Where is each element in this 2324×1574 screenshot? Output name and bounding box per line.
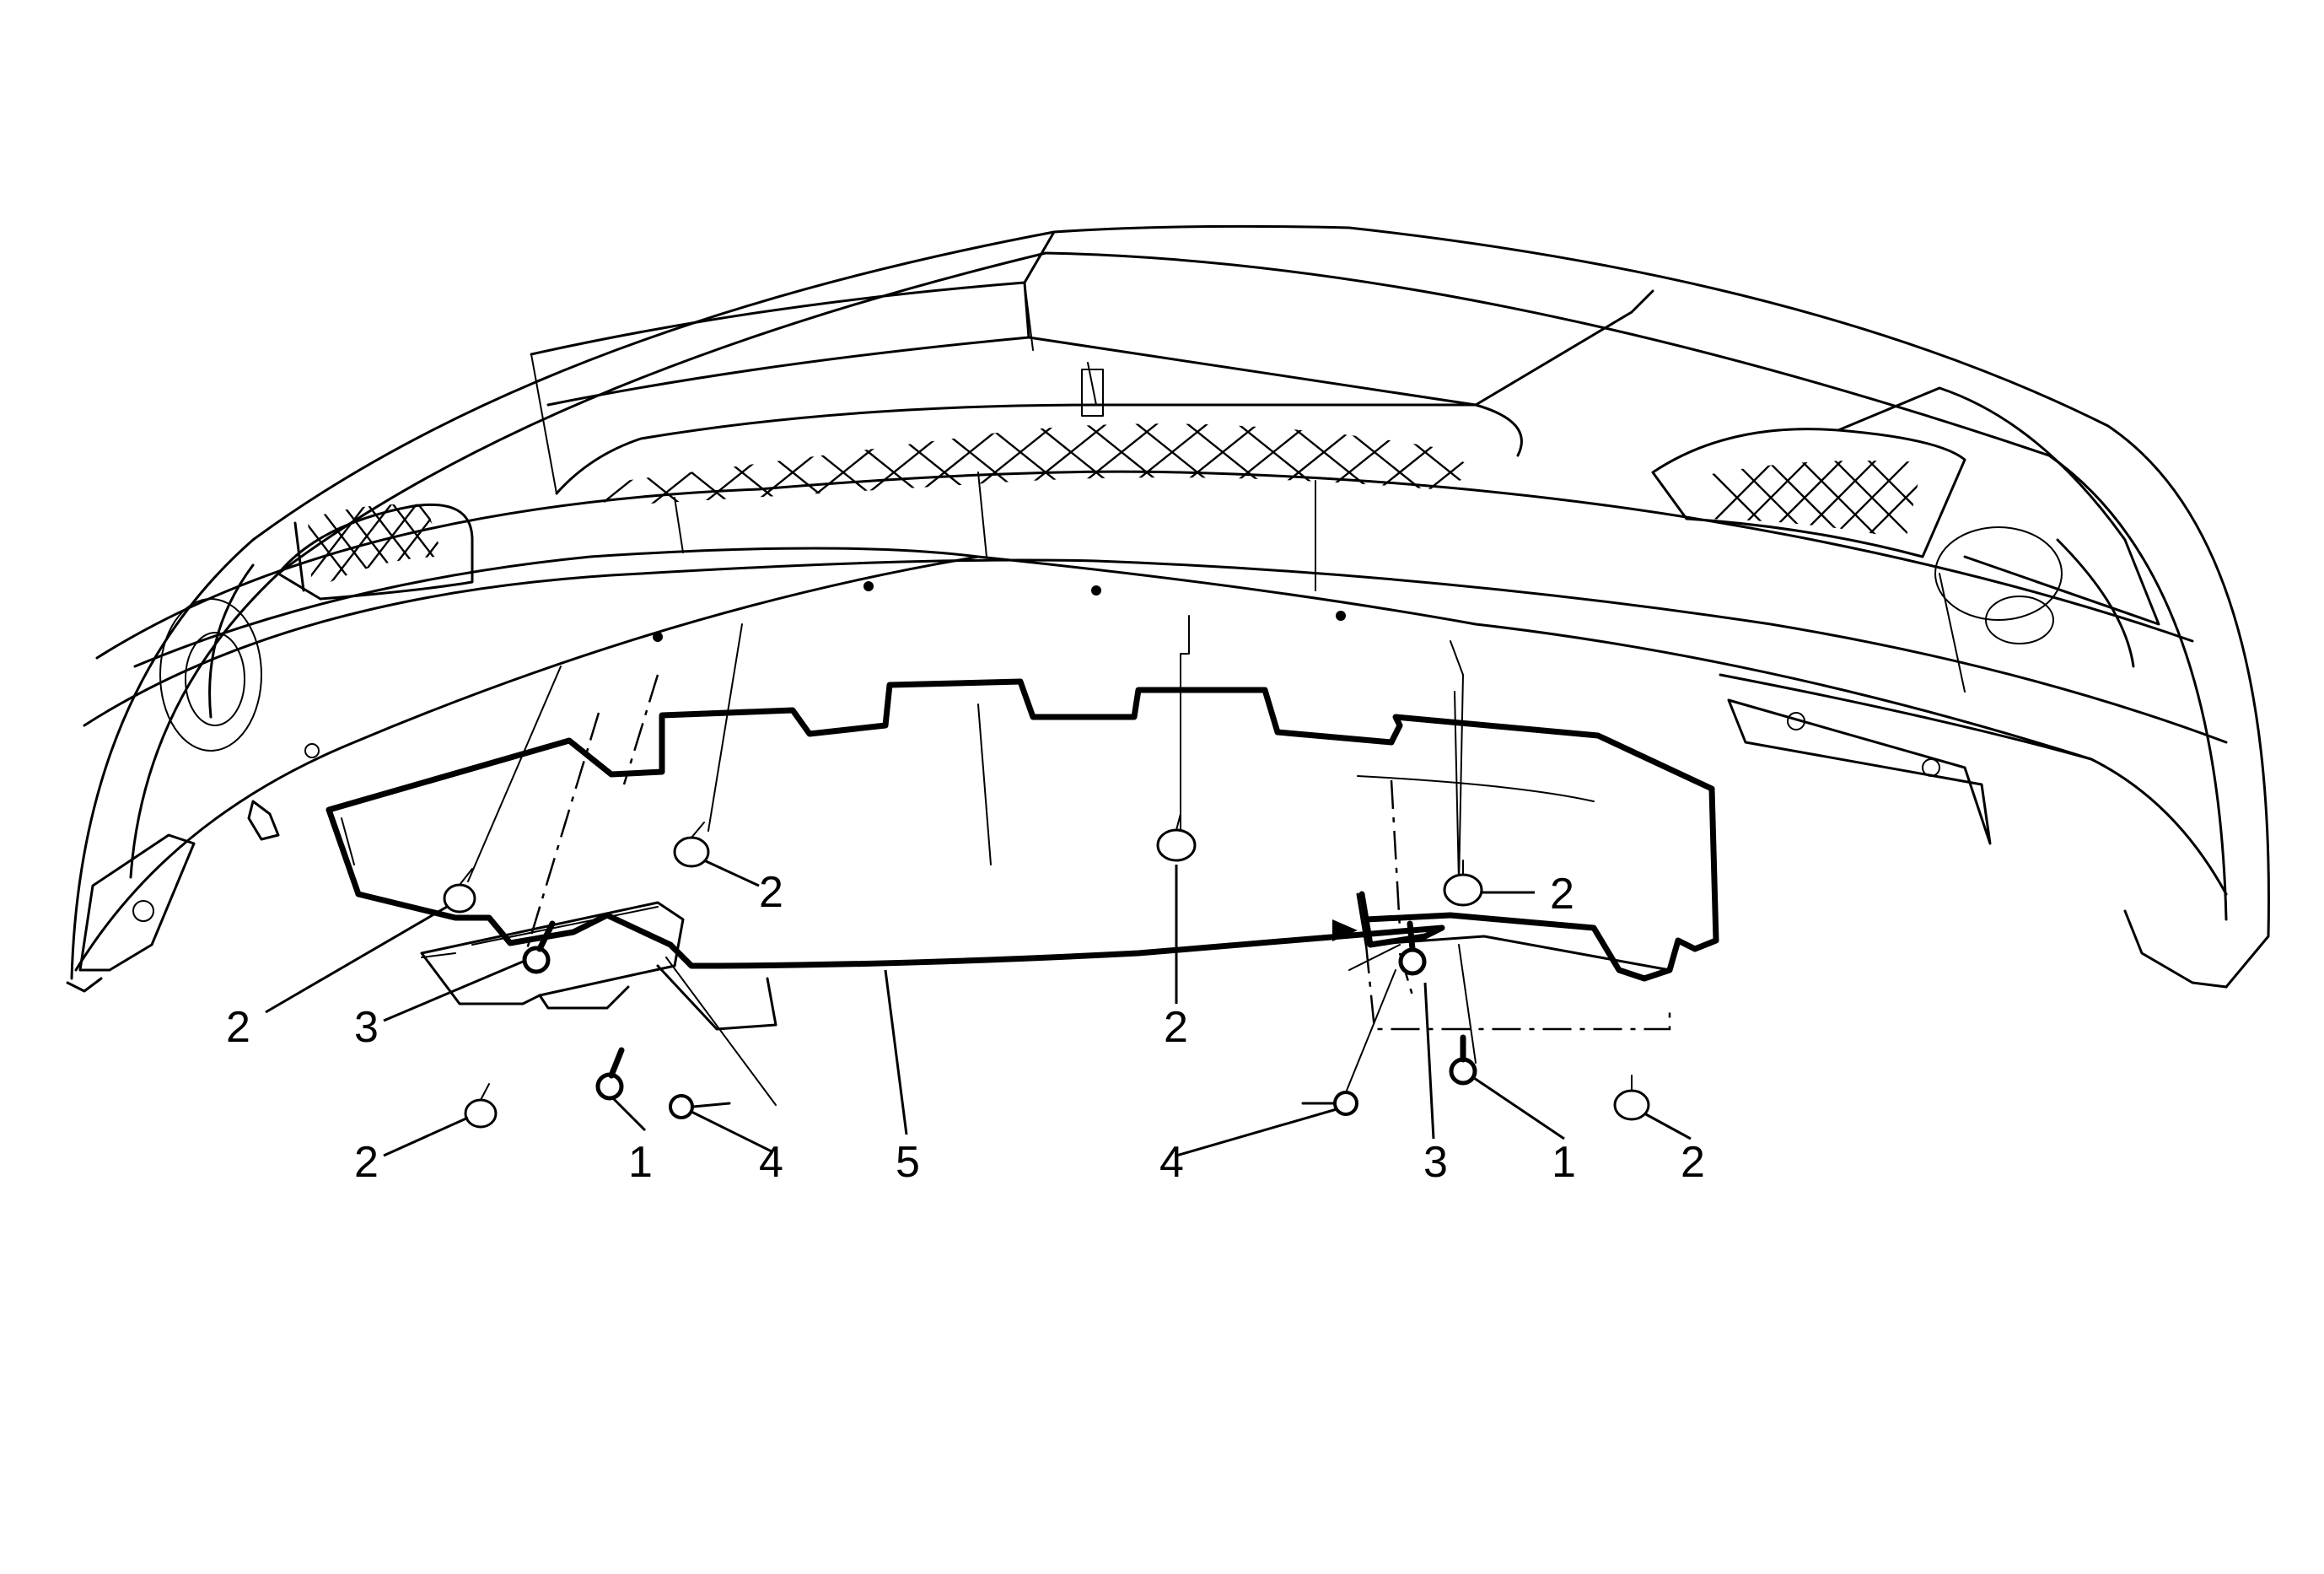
retainer-2-a bbox=[443, 868, 476, 914]
callout-labels: 2 3 2 1 4 5 2 2 2 4 3 1 2 bbox=[226, 868, 1705, 1187]
bolt-3-a bbox=[522, 920, 556, 974]
assembly-lines bbox=[467, 615, 1477, 1106]
callout-2: 2 bbox=[1681, 1138, 1705, 1187]
callout-2: 2 bbox=[354, 1138, 379, 1187]
callout-2: 2 bbox=[759, 868, 783, 917]
bolts bbox=[522, 920, 1477, 1119]
push-pin-retainers bbox=[443, 813, 1650, 1129]
retainer-2-b bbox=[673, 822, 710, 868]
callout-1: 1 bbox=[628, 1138, 653, 1187]
retainer-2-d bbox=[1443, 860, 1483, 907]
callout-5: 5 bbox=[896, 1138, 920, 1187]
callout-2: 2 bbox=[1550, 870, 1574, 919]
callout-1: 1 bbox=[1552, 1138, 1576, 1187]
screw-4-b bbox=[1301, 1091, 1358, 1116]
retainer-2-e bbox=[464, 1083, 498, 1129]
callout-4: 4 bbox=[1159, 1138, 1184, 1187]
bolt-1-a bbox=[595, 1047, 625, 1101]
callout-3: 3 bbox=[1423, 1138, 1448, 1187]
retainer-2-f bbox=[1613, 1075, 1650, 1121]
arrow-indicator bbox=[1332, 919, 1358, 941]
callout-2: 2 bbox=[226, 1003, 250, 1052]
retainer-2-c bbox=[1156, 813, 1197, 862]
bumper-fascia bbox=[66, 224, 2270, 993]
bolt-1-b bbox=[1449, 1034, 1477, 1086]
leader-lines bbox=[265, 859, 1692, 1157]
bolt-3-b bbox=[1398, 920, 1427, 976]
air-deflector bbox=[325, 678, 1719, 1031]
callout-2: 2 bbox=[1164, 1003, 1188, 1052]
callout-3: 3 bbox=[354, 1003, 379, 1052]
screw-4-a bbox=[669, 1094, 731, 1119]
callout-4: 4 bbox=[759, 1138, 783, 1187]
